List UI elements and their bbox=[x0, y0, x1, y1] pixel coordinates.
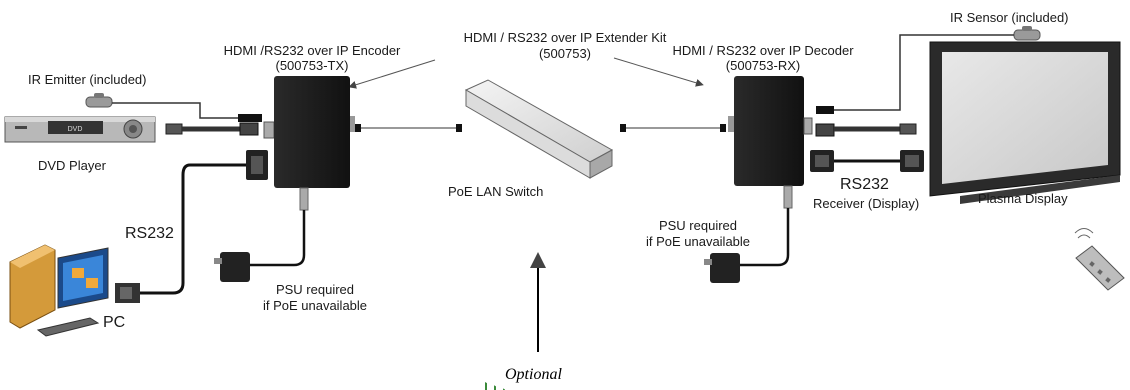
decoder-device bbox=[728, 76, 813, 209]
hdmi-cable-right bbox=[815, 123, 917, 137]
ir-emitter-icon bbox=[85, 93, 262, 122]
rs232-left-label: RS232 bbox=[125, 225, 174, 242]
encoder-code: (500753-TX) bbox=[275, 58, 349, 73]
optional-label: Optional bbox=[505, 366, 562, 383]
network-cable-left bbox=[355, 124, 462, 132]
rs232-cable-right bbox=[810, 150, 924, 172]
psu-right-line2: if PoE unavailable bbox=[645, 234, 751, 249]
receiver-display-label: Receiver (Display) bbox=[813, 196, 920, 211]
db9-connector-left bbox=[246, 150, 268, 180]
psu-right-icon bbox=[704, 208, 790, 283]
db9-connector-pc bbox=[115, 283, 140, 303]
kit-code: (500753) bbox=[538, 46, 592, 61]
psu-left-line2: if PoE unavailable bbox=[262, 298, 368, 313]
rs232-cable-left bbox=[140, 163, 246, 295]
plasma-display-icon bbox=[929, 41, 1121, 204]
rs232-right-label: RS232 bbox=[840, 176, 889, 193]
pc-label: PC bbox=[103, 314, 126, 331]
psu-left-icon bbox=[214, 210, 306, 282]
pc-icon bbox=[9, 244, 109, 337]
remote-control-icon bbox=[1074, 228, 1125, 291]
decoder-code: (500753-RX) bbox=[725, 58, 801, 73]
ir-sensor-icon bbox=[816, 26, 1041, 114]
decoder-title: HDMI / RS232 over IP Decoder bbox=[672, 43, 854, 58]
plasma-display-label: Plasma Display bbox=[978, 191, 1068, 206]
ir-sensor-label: IR Sensor (included) bbox=[950, 10, 1069, 25]
kit-arrow-right bbox=[613, 57, 704, 87]
poe-switch-icon bbox=[464, 79, 614, 390]
psu-right-line1: PSU required bbox=[658, 218, 738, 233]
network-cable-right bbox=[620, 124, 726, 132]
ir-emitter-label: IR Emitter (included) bbox=[28, 72, 147, 87]
encoder-title: HDMI /RS232 over IP Encoder bbox=[223, 43, 401, 58]
kit-title: HDMI / RS232 over IP Extender Kit bbox=[463, 30, 667, 45]
dvd-screen-label: DVD bbox=[68, 126, 83, 133]
encoder-device bbox=[263, 76, 355, 211]
poe-switch-label: PoE LAN Switch bbox=[448, 184, 544, 199]
psu-left-line1: PSU required bbox=[275, 282, 355, 297]
kit-arrow-left bbox=[348, 59, 436, 89]
dvd-player-icon bbox=[4, 116, 156, 143]
hdmi-cable-left bbox=[165, 122, 259, 136]
dvd-player-label: DVD Player bbox=[38, 158, 106, 173]
